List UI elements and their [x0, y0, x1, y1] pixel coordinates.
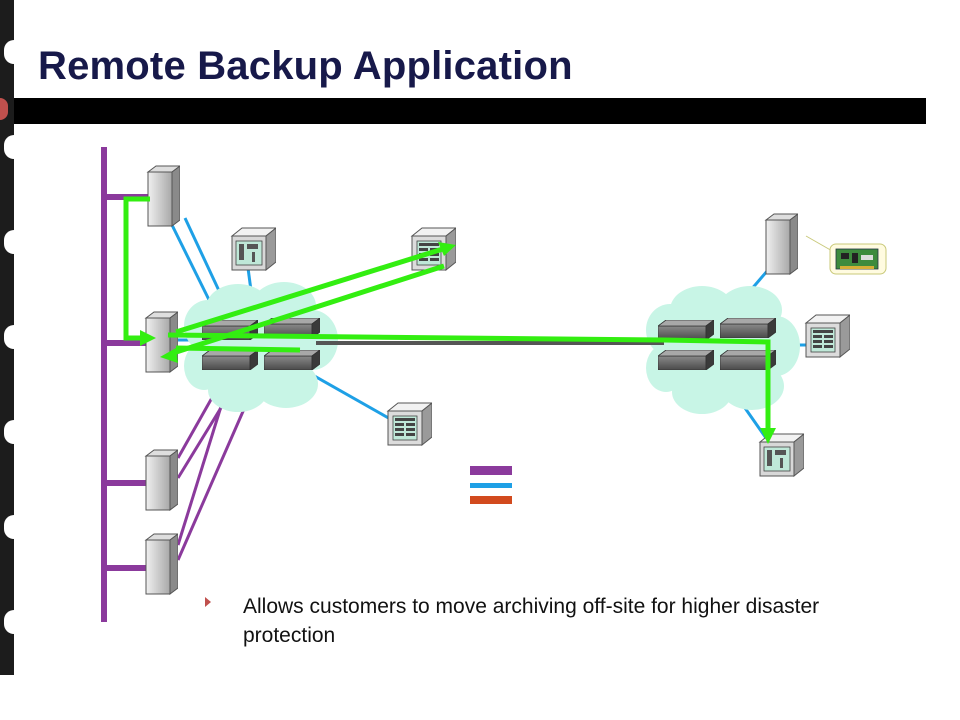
server-2: [145, 311, 178, 373]
triangle-right-icon: [205, 597, 211, 607]
tape-library-left: [231, 227, 276, 271]
legend-purple-bar: [470, 466, 512, 475]
legend-swatches: [470, 466, 512, 504]
data-path-arrowheads: [140, 242, 776, 444]
server-3: [145, 449, 178, 511]
data-path-arrows: [123, 196, 771, 432]
remote-server: [765, 213, 798, 275]
disk-array-bottom: [387, 402, 432, 446]
title-underline-bar: [14, 98, 926, 124]
disk-array-remote: [805, 314, 850, 358]
server-4: [145, 533, 178, 595]
slide-title: Remote Backup Application: [38, 44, 573, 88]
legend-orange-bar: [470, 496, 512, 504]
strip-accent-dot: [0, 98, 8, 120]
hba-card-callout: [805, 235, 887, 275]
bullet-text: Allows customers to move archiving off-s…: [243, 595, 820, 647]
left-decorative-strip: [0, 0, 14, 675]
server-1: [147, 165, 180, 227]
legend-blue-bar: [470, 483, 512, 488]
